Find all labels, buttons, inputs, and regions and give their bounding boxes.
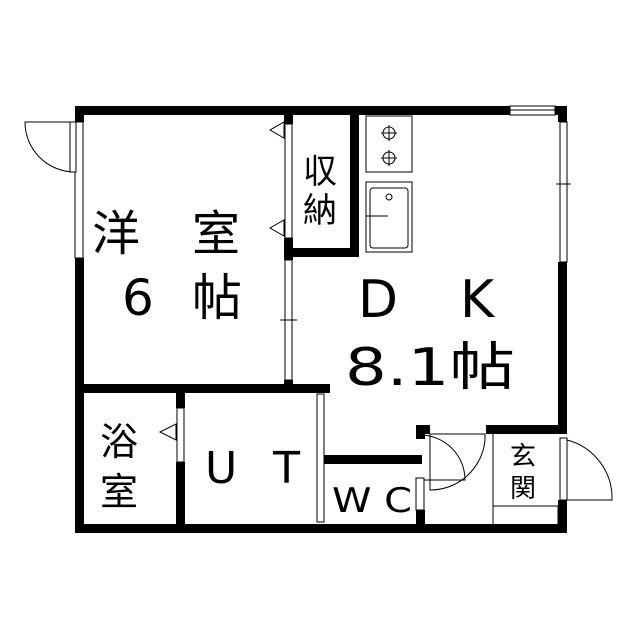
closet-label: 収 [303, 152, 337, 192]
bath-label: 室 [100, 470, 138, 514]
dk-size: 8.1帖 [345, 338, 515, 398]
entrance-label: 玄 [510, 442, 536, 472]
wc-door [419, 434, 466, 481]
interior-walls [75, 106, 566, 532]
western-room-label: 洋 [92, 206, 140, 262]
closet-label: 納 [303, 191, 337, 231]
sink [365, 181, 413, 253]
stove [365, 115, 413, 173]
dk-label: K [460, 270, 496, 330]
closet-sliding-door [284, 123, 293, 239]
windows [74, 105, 571, 523]
ut-label: U T [205, 443, 300, 494]
wc-label: W C [332, 481, 412, 521]
entrance-label: 関 [510, 474, 536, 504]
doors [24, 121, 613, 526]
western-room-size: 帖 [192, 269, 242, 327]
bath-door [176, 407, 185, 463]
storage-door [429, 433, 486, 491]
ut-sliding-door [316, 393, 325, 523]
entrance-door [566, 439, 613, 501]
western-room-label: 室 [192, 206, 240, 262]
dk-label: D [358, 270, 398, 330]
western-room-door [24, 121, 76, 173]
bath-label: 浴 [100, 420, 138, 464]
kitchen-counter [365, 115, 413, 253]
left-window [74, 121, 84, 259]
outer-walls [75, 106, 567, 533]
right-window [559, 121, 568, 263]
western-room-size: 6 [122, 269, 154, 327]
